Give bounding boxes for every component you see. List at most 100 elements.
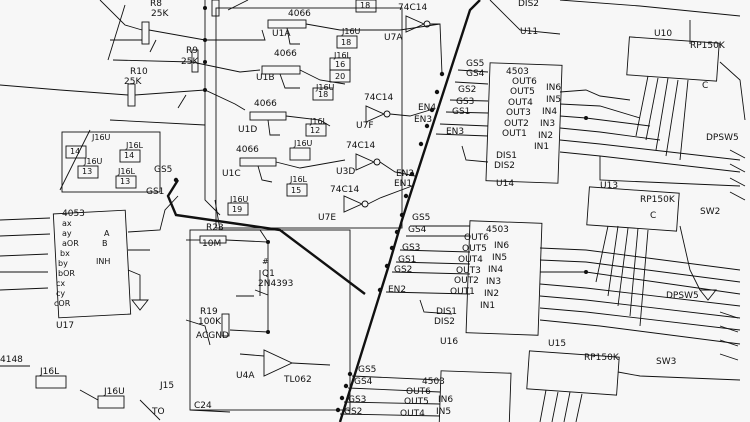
- wire: [563, 391, 571, 422]
- pin-in4-b: IN4: [488, 265, 504, 275]
- pin-a: A: [104, 229, 110, 238]
- pin-bx: bx: [60, 249, 70, 258]
- net-gs2-c: GS2: [344, 407, 363, 417]
- label-u14: U14: [496, 179, 515, 189]
- pin-out2-b: OUT2: [454, 276, 479, 286]
- jumper-12: [305, 123, 327, 137]
- dip-switches: [489, 0, 746, 361]
- label-j16u-b: J16U: [316, 83, 335, 92]
- junction-dot: [173, 177, 179, 183]
- mux-4053: [0, 195, 179, 319]
- pin-in5-c: IN5: [436, 407, 452, 417]
- label-u17: U17: [56, 321, 75, 331]
- bus-lines: [166, 0, 481, 422]
- label-dpsw5-b: DPSW5: [666, 291, 699, 301]
- net-en2: EN2: [396, 169, 415, 179]
- label-74c14-c: 74C14: [346, 141, 376, 151]
- wire: [286, 27, 300, 45]
- pin-by: by: [58, 259, 68, 268]
- net-gs5-b: GS5: [412, 213, 431, 223]
- pin-15: 15: [291, 186, 302, 195]
- label-u1d: U1D: [238, 125, 258, 135]
- net-en4: EN4: [418, 103, 437, 113]
- label-j16u-d: J16U: [230, 195, 249, 204]
- net-gs3-b: GS3: [402, 243, 421, 253]
- label-r9-value: 25K: [181, 57, 199, 67]
- pin-13: 13: [82, 167, 93, 176]
- jumper-j16l-box: [35, 375, 67, 389]
- label-rp150k-u15: RP150K: [584, 353, 619, 363]
- jumper-18b: [312, 87, 334, 101]
- label-u16: U16: [440, 337, 459, 347]
- rp-wiring: [539, 89, 741, 345]
- label-r8-value: 25K: [151, 9, 169, 19]
- jumper-group-box: [61, 131, 161, 193]
- resistor-r9: [191, 49, 199, 73]
- wire: [257, 165, 273, 183]
- jumper-boxes: [61, 0, 403, 229]
- jumper-17: [289, 147, 311, 161]
- pin-out6-b: OUT6: [464, 233, 489, 243]
- wire: [227, 0, 249, 11]
- wire: [559, 115, 651, 127]
- label-4503-u16: 4503: [486, 225, 509, 235]
- wire: [559, 89, 631, 101]
- wire: [229, 329, 269, 333]
- wire: [559, 103, 641, 119]
- switch-u1a-body: [267, 19, 307, 29]
- wire: [0, 84, 61, 91]
- net-gs5-c: GS5: [358, 365, 377, 375]
- wire: [127, 195, 179, 233]
- label-4066-d: 4066: [254, 99, 277, 109]
- rp-u10-body: [626, 36, 720, 82]
- net-en2-b: EN2: [388, 285, 407, 295]
- net-en3: EN3: [414, 115, 433, 125]
- pin-13b: 13: [120, 177, 131, 186]
- wire: [430, 23, 443, 75]
- amp-u4a-body: [189, 229, 351, 411]
- wire: [399, 249, 471, 253]
- inverter-u7a: [405, 15, 426, 33]
- bus-upper: [338, 0, 481, 422]
- buffers-4503: [339, 62, 563, 422]
- pin-in6-c: IN6: [438, 395, 454, 405]
- wire: [389, 109, 431, 117]
- jumper-14b: [119, 149, 141, 163]
- junction-dot: [418, 141, 424, 147]
- wire: [539, 295, 741, 319]
- label-q1: Q1: [262, 269, 275, 279]
- label-j16l-a: J16L: [334, 51, 351, 60]
- pin-dis1: DIS1: [496, 151, 518, 161]
- pin-ax: ax: [62, 219, 72, 228]
- junction-dot: [394, 229, 400, 235]
- label-u7a: U7A: [384, 33, 403, 43]
- jumper-19: [227, 202, 249, 216]
- wire: [185, 319, 211, 346]
- pin-19: 19: [232, 205, 243, 214]
- wire: [551, 391, 559, 422]
- wire: [617, 227, 629, 307]
- wire: [305, 23, 441, 31]
- label-u11: U11: [520, 27, 539, 37]
- label-4066-a: 4066: [288, 9, 311, 19]
- wire: [461, 145, 489, 163]
- net-gs3: GS3: [456, 97, 475, 107]
- pin-out4-b: OUT4: [458, 255, 483, 265]
- wire: [177, 94, 187, 109]
- ground-symbol: [699, 289, 717, 301]
- label-74c14-a: 74C14: [398, 3, 428, 13]
- pin-18b: 18: [318, 90, 329, 99]
- wire: [454, 81, 489, 85]
- junction-dot: [384, 263, 390, 269]
- pin-inh: INH: [96, 257, 111, 266]
- wire: [539, 283, 741, 307]
- inverter-u7e: [343, 195, 364, 213]
- pin-20: 20: [335, 72, 346, 81]
- wire: [379, 161, 416, 177]
- wire: [134, 89, 246, 111]
- wire: [285, 115, 331, 127]
- label-rp150k-u10: RP150K: [690, 41, 725, 51]
- net-gs4-b: GS4: [408, 225, 427, 235]
- label-tl062: TL062: [284, 375, 312, 385]
- junction-dot: [429, 107, 435, 113]
